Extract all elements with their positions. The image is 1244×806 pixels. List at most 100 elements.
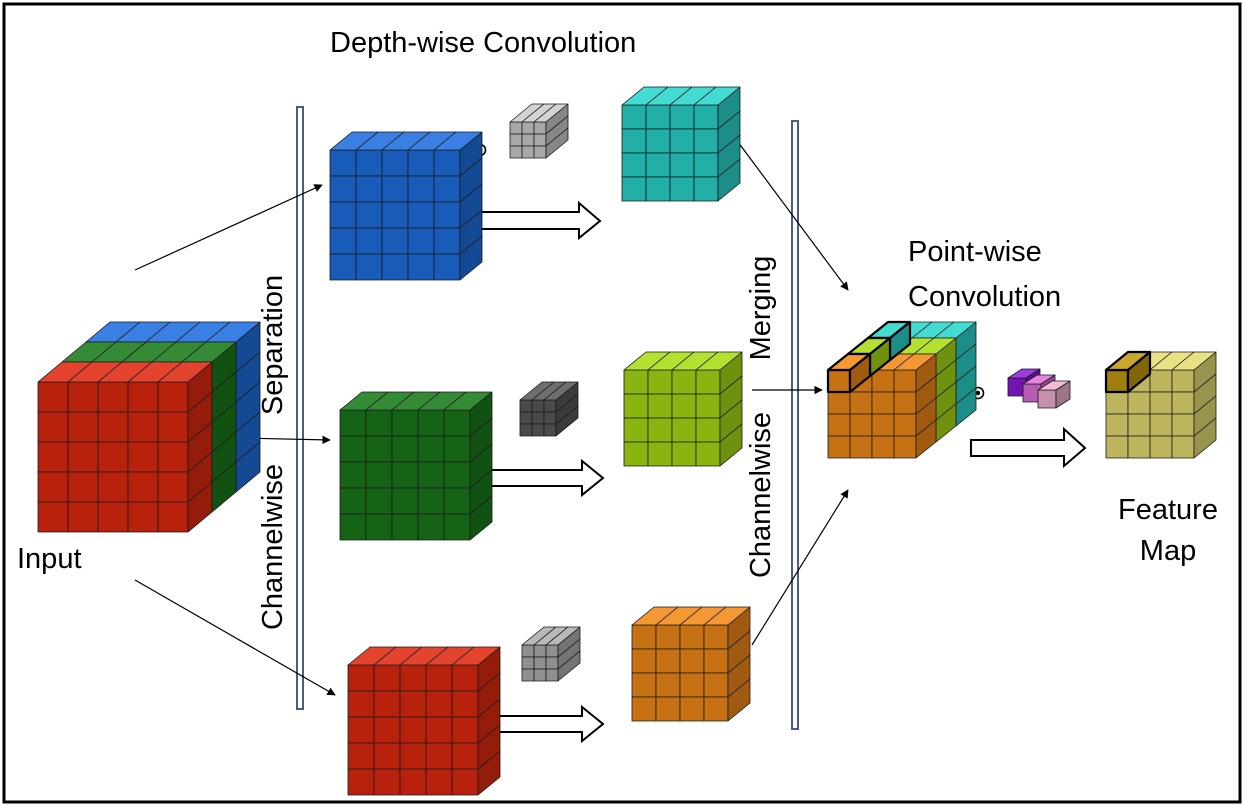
pointwise-label-2: Convolution	[908, 281, 1062, 313]
merged-highlight-front	[826, 368, 852, 394]
k1-front-cell	[533, 145, 547, 159]
depthwise-title: Depth-wise Convolution	[330, 27, 637, 59]
k2-front-cell	[543, 399, 557, 413]
merged-front-cell	[893, 413, 917, 437]
green-map-front-cell	[443, 513, 471, 541]
merged-front-cell	[849, 435, 873, 459]
red-map-front-cell	[451, 716, 479, 744]
green-map-front-cell	[365, 435, 393, 463]
green-map-front-cell	[339, 487, 367, 515]
orange-map-front-cell	[655, 648, 681, 674]
red-map-front-cell	[373, 664, 401, 692]
lime-map-front-cell	[695, 369, 721, 395]
orange-map-front-cell	[655, 624, 681, 650]
orange-map-front-cell	[703, 696, 729, 722]
red-map-front-cell	[451, 690, 479, 718]
orange-map-front-cell	[631, 672, 657, 698]
blue-map-side-cell	[459, 235, 483, 281]
blue-map-front-cell	[407, 253, 435, 281]
lime-map-front-cell	[623, 441, 649, 467]
cyan-map-front-cell	[621, 176, 647, 202]
input-front-cell	[37, 441, 69, 473]
lime-map-front-cell	[647, 441, 673, 467]
merged-highlight-side	[848, 352, 872, 394]
green-map-front-cell	[443, 435, 471, 463]
blue-map-front-cell	[355, 201, 383, 229]
input-front-cell	[157, 441, 189, 473]
red-map-front-cell	[399, 742, 427, 770]
red-map-front-cell	[347, 716, 375, 744]
merged-top-cell	[893, 353, 937, 371]
merged-front-cell	[893, 369, 917, 393]
input-front-cell	[97, 411, 129, 443]
input-front-cell	[37, 501, 69, 533]
blue-map-front-cell	[355, 175, 383, 203]
red-map-front-cell	[373, 690, 401, 718]
lime-map-front-cell	[623, 393, 649, 419]
cyan-map-front-cell	[693, 104, 719, 130]
orange-map-top-cell	[703, 606, 751, 626]
cyan-map-front-cell	[645, 128, 671, 154]
block-arrow-middle	[483, 458, 605, 498]
blue-map-front-cell	[355, 227, 383, 255]
red-channel-map	[347, 646, 501, 796]
orange-map-front-cell	[679, 696, 705, 722]
green-map-front-cell	[443, 409, 471, 437]
merged-front-cell	[827, 391, 851, 415]
input-front-cell	[157, 411, 189, 443]
red-map-front-cell	[347, 664, 375, 692]
orange-output-map	[631, 606, 751, 722]
k1-front-cell	[521, 121, 535, 135]
merged-front-cell	[849, 391, 873, 415]
k1-side-cell	[545, 127, 569, 159]
pointwise-label-1: Point-wise	[908, 236, 1042, 268]
feature-front-cell	[1105, 391, 1129, 415]
merged-front-cell	[871, 391, 895, 415]
feature-label-1: Feature	[1118, 494, 1218, 526]
red-map-front-cell	[425, 742, 453, 770]
merged-front-cell	[849, 413, 873, 437]
k3-front-cell	[545, 668, 559, 682]
k2-front-cell	[519, 399, 533, 413]
k2-side-cell	[555, 405, 579, 437]
feature-highlight-side	[1126, 350, 1152, 394]
separation-label: Separation	[257, 274, 289, 416]
k1-front-cell	[533, 133, 547, 147]
cyan-map-front-cell	[669, 104, 695, 130]
lime-output-map	[623, 351, 743, 467]
input-front-cell	[37, 381, 69, 413]
red-map-front-cell	[425, 768, 453, 796]
red-map-front-cell	[373, 716, 401, 744]
cyan-map-front-cell	[669, 152, 695, 178]
input-front-cell	[97, 501, 129, 533]
lime-map-front-cell	[647, 369, 673, 395]
k2-front-cell	[543, 411, 557, 425]
feature-front-cell	[1127, 391, 1151, 415]
merged-front-cell	[871, 435, 895, 459]
green-map-front-cell	[391, 435, 419, 463]
orange-map-front-cell	[679, 648, 705, 674]
input-front-cell	[67, 471, 99, 503]
orange-map-side-cell	[727, 678, 751, 722]
orange-map-front-cell	[703, 648, 729, 674]
k3-front-cell	[533, 644, 547, 658]
green-map-front-cell	[417, 513, 445, 541]
input-front-cell	[67, 501, 99, 533]
feature-map	[1104, 350, 1217, 459]
blue-map-front-cell	[355, 149, 383, 177]
kernel-bottom	[521, 626, 581, 682]
red-map-side-cell	[477, 750, 501, 796]
blue-map-top-cell	[433, 131, 483, 151]
k3-front-cell	[545, 644, 559, 658]
k1-front-cell	[509, 121, 523, 135]
cyan-map-front-cell	[621, 152, 647, 178]
lime-map-front-cell	[695, 393, 721, 419]
green-map-front-cell	[339, 435, 367, 463]
lime-map-front-cell	[647, 417, 673, 443]
lime-map-front-cell	[623, 369, 649, 395]
merged-front-cell	[827, 435, 851, 459]
input-front-cell	[97, 441, 129, 473]
green-map-front-cell	[339, 409, 367, 437]
